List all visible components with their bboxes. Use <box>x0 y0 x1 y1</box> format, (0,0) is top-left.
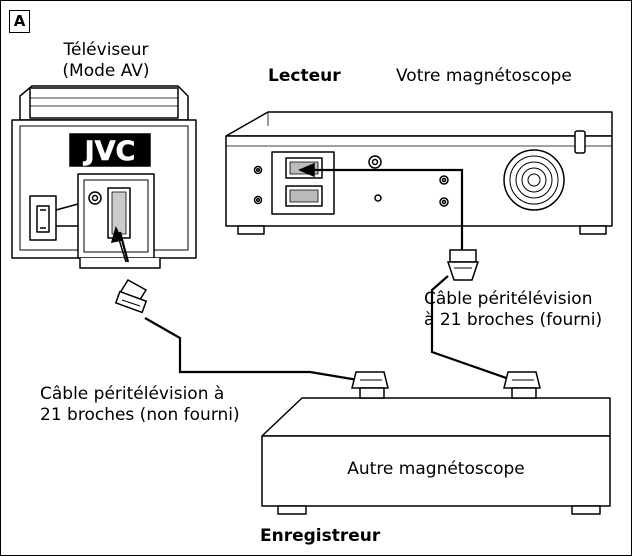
cable-supplied-label: Câble péritélévision à 21 broches (fourn… <box>424 289 602 331</box>
jvc-logo-text: JVC <box>83 136 136 167</box>
cable-supplied-line1: Câble péritélévision <box>424 289 593 309</box>
scart-plug-icon <box>351 371 389 399</box>
figure-badge: A <box>9 10 30 33</box>
scart-plug-icon <box>114 278 148 314</box>
arrow-icon <box>298 162 315 178</box>
scart-plug-icon <box>446 249 480 281</box>
cable-supplied <box>300 168 513 382</box>
scart-plug-icon <box>503 371 541 399</box>
cable-not-supplied-line2: 21 broches (non fourni) <box>40 405 240 425</box>
cable-supplied-line2: à 21 broches (fourni) <box>424 310 603 330</box>
cable-not-supplied-label: Câble péritélévision à 21 broches (non f… <box>40 384 240 426</box>
tv-back-view <box>11 85 197 269</box>
jvc-logo-icon: JVC <box>69 133 151 167</box>
player-vcr <box>225 111 613 235</box>
tv-label-line1: Téléviseur <box>63 40 149 60</box>
cable-not-supplied-line1: Câble péritélévision à <box>40 384 225 404</box>
recorder-vcr <box>261 397 611 515</box>
tv-label: Téléviseur (Mode AV) <box>40 40 172 82</box>
recorder-role-label: Enregistreur <box>260 526 381 546</box>
player-role-label: Lecteur <box>268 66 341 86</box>
tv-label-line2: (Mode AV) <box>62 61 150 81</box>
player-name-label: Votre magnétoscope <box>396 66 572 86</box>
recorder-name-label: Autre magnétoscope <box>347 459 525 479</box>
arrow-icon <box>110 225 127 263</box>
